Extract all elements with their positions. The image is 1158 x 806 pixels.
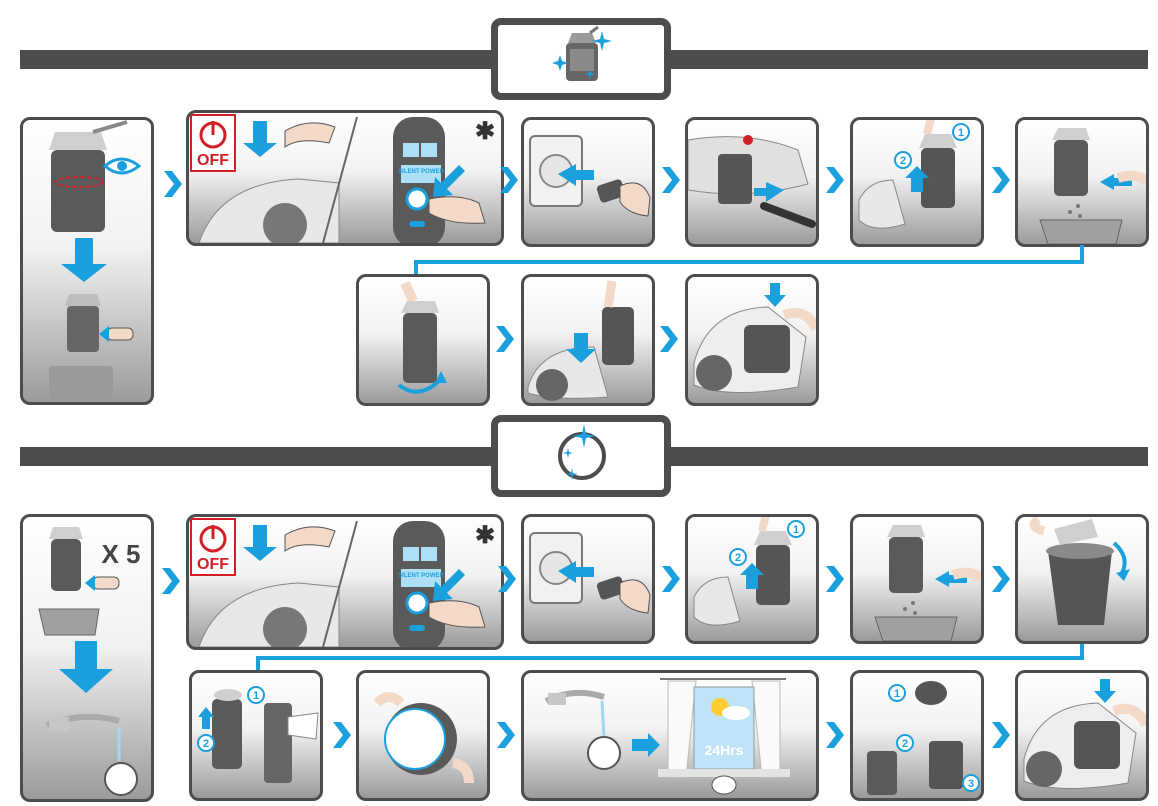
step-2-label: 2 (735, 552, 741, 564)
panel-reassemble: 1 2 3 (850, 670, 984, 801)
section1-header-badge (491, 18, 671, 100)
reinsert-container-illustration (527, 280, 634, 401)
panel-release-cord (685, 117, 819, 247)
silent-power-label: SILENT POWER (398, 169, 444, 175)
step-1-label: 1 (793, 524, 799, 536)
close-lid-illustration (1023, 679, 1146, 790)
sparkling-filter-icon (558, 424, 606, 480)
panel-close-lid-2 (1015, 670, 1149, 801)
chevron-right-icon (162, 568, 180, 594)
flow-connector (414, 260, 418, 276)
empty-container-illustration (1039, 128, 1146, 244)
panel-remove-filter: 1 2 (189, 670, 323, 801)
sparkling-dust-container-icon (552, 25, 612, 81)
chevron-right-icon (662, 566, 680, 592)
unplug-illustration (529, 135, 651, 217)
panel-empty-container (1015, 117, 1149, 247)
panel-clean-filter (356, 670, 490, 801)
step-1-label: 1 (894, 688, 900, 700)
empty-container-illustration (874, 525, 981, 641)
panel-unplug (521, 117, 655, 247)
rinse-and-dry-illustration: 24Hrs (544, 678, 790, 795)
panel-close-lid (685, 274, 819, 406)
panel-switch-off-2: OFF SILENT POWER ✱ (186, 514, 504, 650)
silent-power-label: SILENT POWER (398, 573, 444, 579)
chevron-right-icon (826, 566, 844, 592)
panel-open-container-lid (1015, 514, 1149, 644)
close-lid-illustration (693, 283, 816, 394)
container-illustration (49, 120, 142, 400)
open-lid-illustration (1029, 517, 1130, 625)
panel-reinsert-container (521, 274, 655, 406)
panel-remove-container: 1 2 (850, 117, 984, 247)
panel-open-bottom-lid (356, 274, 490, 406)
chevron-right-icon (826, 167, 844, 193)
step-2-label: 2 (900, 155, 906, 167)
off-label: OFF (197, 556, 229, 573)
chevron-right-icon (992, 566, 1010, 592)
chevron-right-icon (660, 326, 678, 352)
reassemble-illustration: 1 2 3 (867, 681, 980, 795)
chevron-right-icon (333, 722, 351, 748)
chevron-right-icon (992, 167, 1010, 193)
unplug-illustration (529, 532, 651, 614)
panel-switch-off: OFF SILENT POWER ✱ (186, 110, 504, 246)
chevron-right-icon (164, 171, 182, 197)
release-cord-illustration (688, 135, 816, 228)
step-2-label: 2 (902, 738, 908, 750)
remove-container-illustration: 1 2 (858, 120, 970, 229)
dry-time-label: 24Hrs (705, 742, 744, 758)
clean-filter-illustration (373, 692, 474, 784)
chevron-right-icon (500, 167, 518, 193)
panel-repeat-and-rinse: X 5 (20, 514, 154, 802)
remove-filter-illustration: 1 2 (197, 686, 319, 783)
panel-remove-container-2: 1 2 (685, 514, 819, 644)
off-label: OFF (197, 152, 229, 169)
chevron-right-icon (498, 566, 516, 592)
panel-rinse-and-dry: 24Hrs (521, 670, 819, 801)
flow-connector (414, 260, 1084, 264)
step-3-label: 3 (968, 778, 974, 790)
chevron-right-icon (826, 722, 844, 748)
chevron-right-icon (992, 722, 1010, 748)
switch-off-illustration: OFF SILENT POWER ✱ (190, 114, 495, 243)
step-1-label: 1 (253, 690, 259, 702)
flow-connector (256, 656, 260, 672)
section2-header-badge (491, 415, 671, 497)
panel-unplug-2 (521, 514, 655, 644)
note-symbol: ✱ (475, 522, 495, 549)
step-1-label: 1 (958, 127, 964, 139)
chevron-right-icon (662, 167, 680, 193)
flow-connector (1080, 245, 1084, 262)
open-bottom-lid-illustration (397, 280, 447, 394)
chevron-right-icon (496, 326, 514, 352)
repeat-label: X 5 (101, 539, 140, 569)
panel-empty-container-2 (850, 514, 984, 644)
panel-inspect-and-empty (20, 117, 154, 405)
switch-off-illustration: OFF SILENT POWER ✱ (190, 518, 495, 647)
chevron-right-icon (497, 722, 515, 748)
repeat-rinse-illustration: X 5 (38, 527, 141, 796)
flow-connector (1080, 644, 1084, 660)
note-symbol: ✱ (475, 118, 495, 145)
remove-container-illustration: 1 2 (693, 517, 805, 626)
flow-connector (256, 656, 1084, 660)
step-2-label: 2 (203, 738, 209, 750)
